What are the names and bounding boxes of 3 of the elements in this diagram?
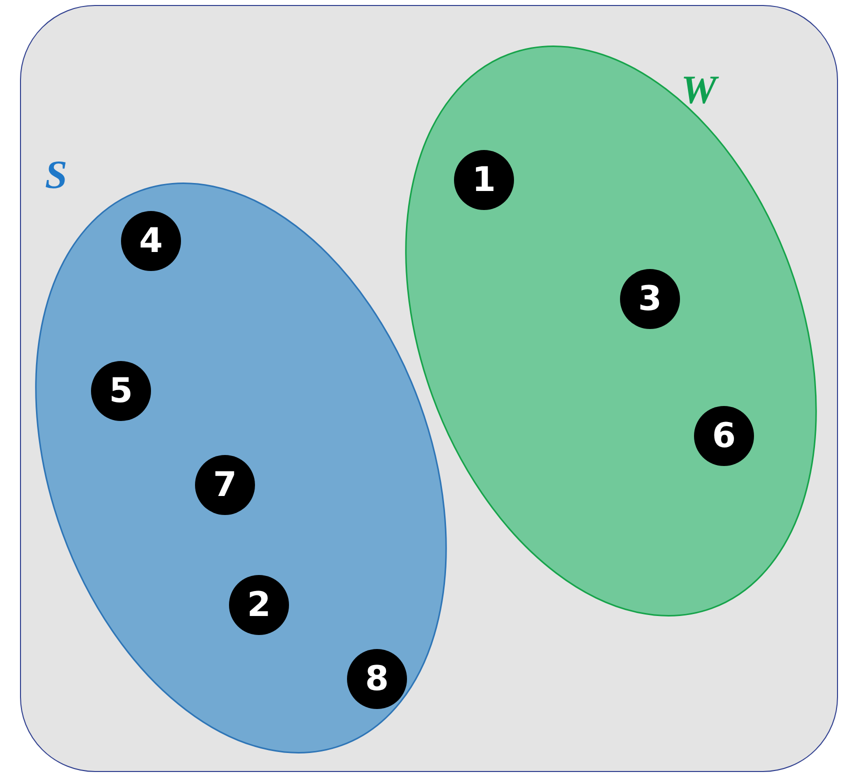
set-label: S <box>45 153 68 197</box>
set-label: W <box>681 68 717 112</box>
universe-box <box>20 5 838 772</box>
